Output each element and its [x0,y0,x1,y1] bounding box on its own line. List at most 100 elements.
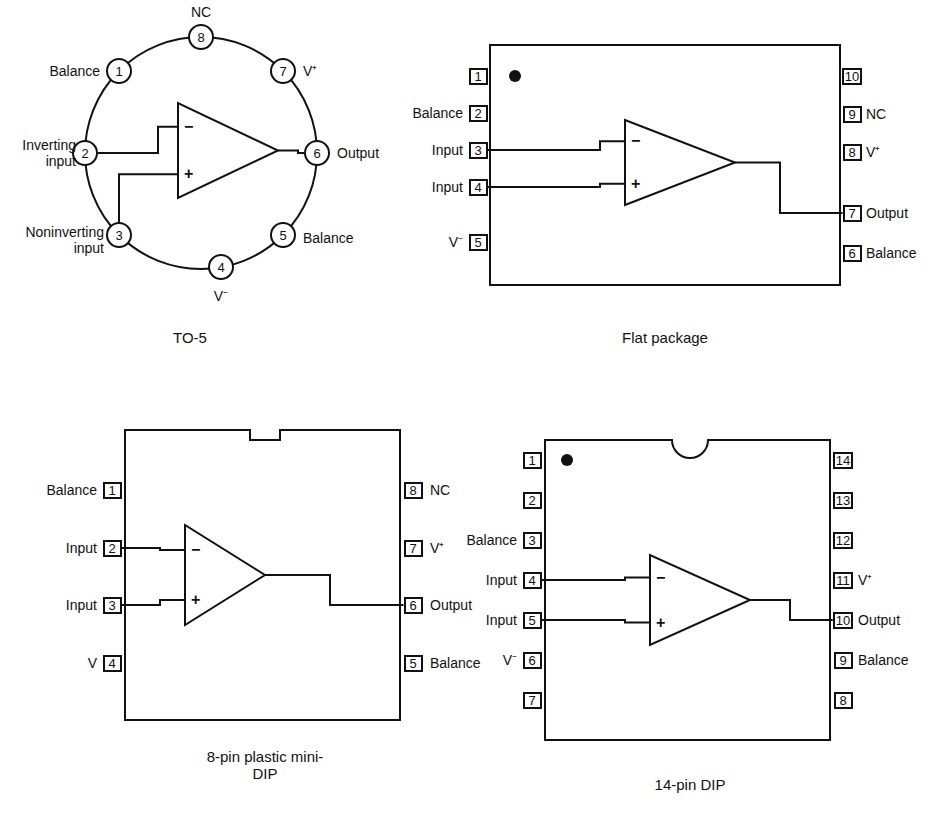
pin-number: 2 [81,147,88,160]
pin-name: Balance [303,230,354,246]
pin-square: 8 [404,482,423,499]
pin1-dot [509,70,521,82]
pin-square: 7 [523,692,542,709]
pin-square: 9 [843,106,862,123]
pin-name: V⁻ [214,288,228,304]
pin-number: 5 [279,229,286,242]
opamp-outline [625,120,735,205]
opamp-sign: + [191,592,200,608]
pin-name: NC [866,106,886,122]
wire [488,184,626,187]
opamp-triangle: −+ [625,120,735,205]
pin-square: 4 [103,655,122,672]
wire [122,600,186,605]
pin-number: 10 [836,614,850,627]
pin-name: Output [430,597,472,613]
pin-square: 2 [523,492,542,509]
pin-square: 7 [843,205,862,222]
pin-number: 5 [474,236,481,249]
pin-number: 8 [197,31,204,44]
pin-number: 11 [836,574,850,587]
pin-name: Input [432,142,463,158]
dip14-outline [545,440,830,740]
pin-name: V⁻ [503,652,517,668]
pin-name: NC [191,4,211,20]
wire [119,174,178,222]
pin-number: 5 [528,614,535,627]
pin-name: Balance [412,105,463,121]
opamp-outline [178,103,278,198]
opamp-sign: + [631,176,640,192]
pin-number: 2 [528,494,535,507]
pin-number: 1 [528,454,535,467]
pin-square: 3 [469,142,488,159]
pin-square: 10 [842,68,862,85]
package-caption: 14-pin DIP [655,776,726,793]
pin-number: 4 [474,181,481,194]
opamp-sign: − [656,570,665,586]
pin-name: Noninverting input [4,224,104,256]
pin-square: 1 [469,68,488,85]
pin-name: V⁺ [430,540,444,556]
pin-square: 10 [833,612,853,629]
pin-number: 3 [108,599,115,612]
pin-name: Input [66,540,97,556]
pin-number: 2 [108,542,115,555]
pin-square: 5 [469,234,488,251]
pin-number: 6 [528,654,535,667]
pin-name: Output [858,612,900,628]
pin-number: 6 [313,147,320,160]
pin-number: 3 [474,144,481,157]
pin-name: Input [66,597,97,613]
pin-number: 2 [474,107,481,120]
pin-number: 13 [836,494,850,507]
pin-number: 7 [528,694,535,707]
wire [98,127,178,153]
pin-number: 4 [108,657,115,670]
opamp-triangle: −+ [185,525,265,625]
pin-square: 2 [469,105,488,122]
pin-name: Balance [430,655,481,671]
mini-dip-outline [125,430,400,720]
pin-number: 8 [848,146,855,159]
pin-name: Output [337,145,379,161]
opamp-outline [650,555,750,645]
pin-number: 1 [474,70,481,83]
wire [750,600,833,620]
pin-square: 4 [469,179,488,196]
pin-circle: 5 [270,222,296,248]
pin-number: 7 [848,207,855,220]
pin-square: 6 [523,652,542,669]
pin-circle: 4 [208,254,234,280]
pin-name: V⁺ [858,572,872,588]
pin-name: Balance [858,652,909,668]
pin-number: 8 [839,694,846,707]
wire [542,578,651,581]
pin-number: 12 [836,534,850,547]
opamp-sign: + [184,166,193,182]
pin-number: 9 [839,654,846,667]
pin-name: Inverting input [4,137,76,169]
pin-number: 6 [848,247,855,260]
pin1-dot [561,454,573,466]
pin-number: 6 [409,599,416,612]
pin-number: 7 [409,542,416,555]
pin-name: Balance [46,482,97,498]
wire [542,620,651,623]
flat-package-outline [490,45,840,285]
wire [735,163,843,214]
pin-circle: 7 [270,58,296,84]
pin-square: 5 [404,655,423,672]
pin-number: 1 [115,65,122,78]
wire [488,141,626,150]
pin-square: 1 [523,452,542,469]
pin-number: 3 [115,229,122,242]
pin-number: 10 [845,70,859,83]
opamp-sign: − [191,542,200,558]
pin-square: 14 [833,452,853,469]
pin-name: Balance [49,63,100,79]
pin-number: 4 [528,574,535,587]
